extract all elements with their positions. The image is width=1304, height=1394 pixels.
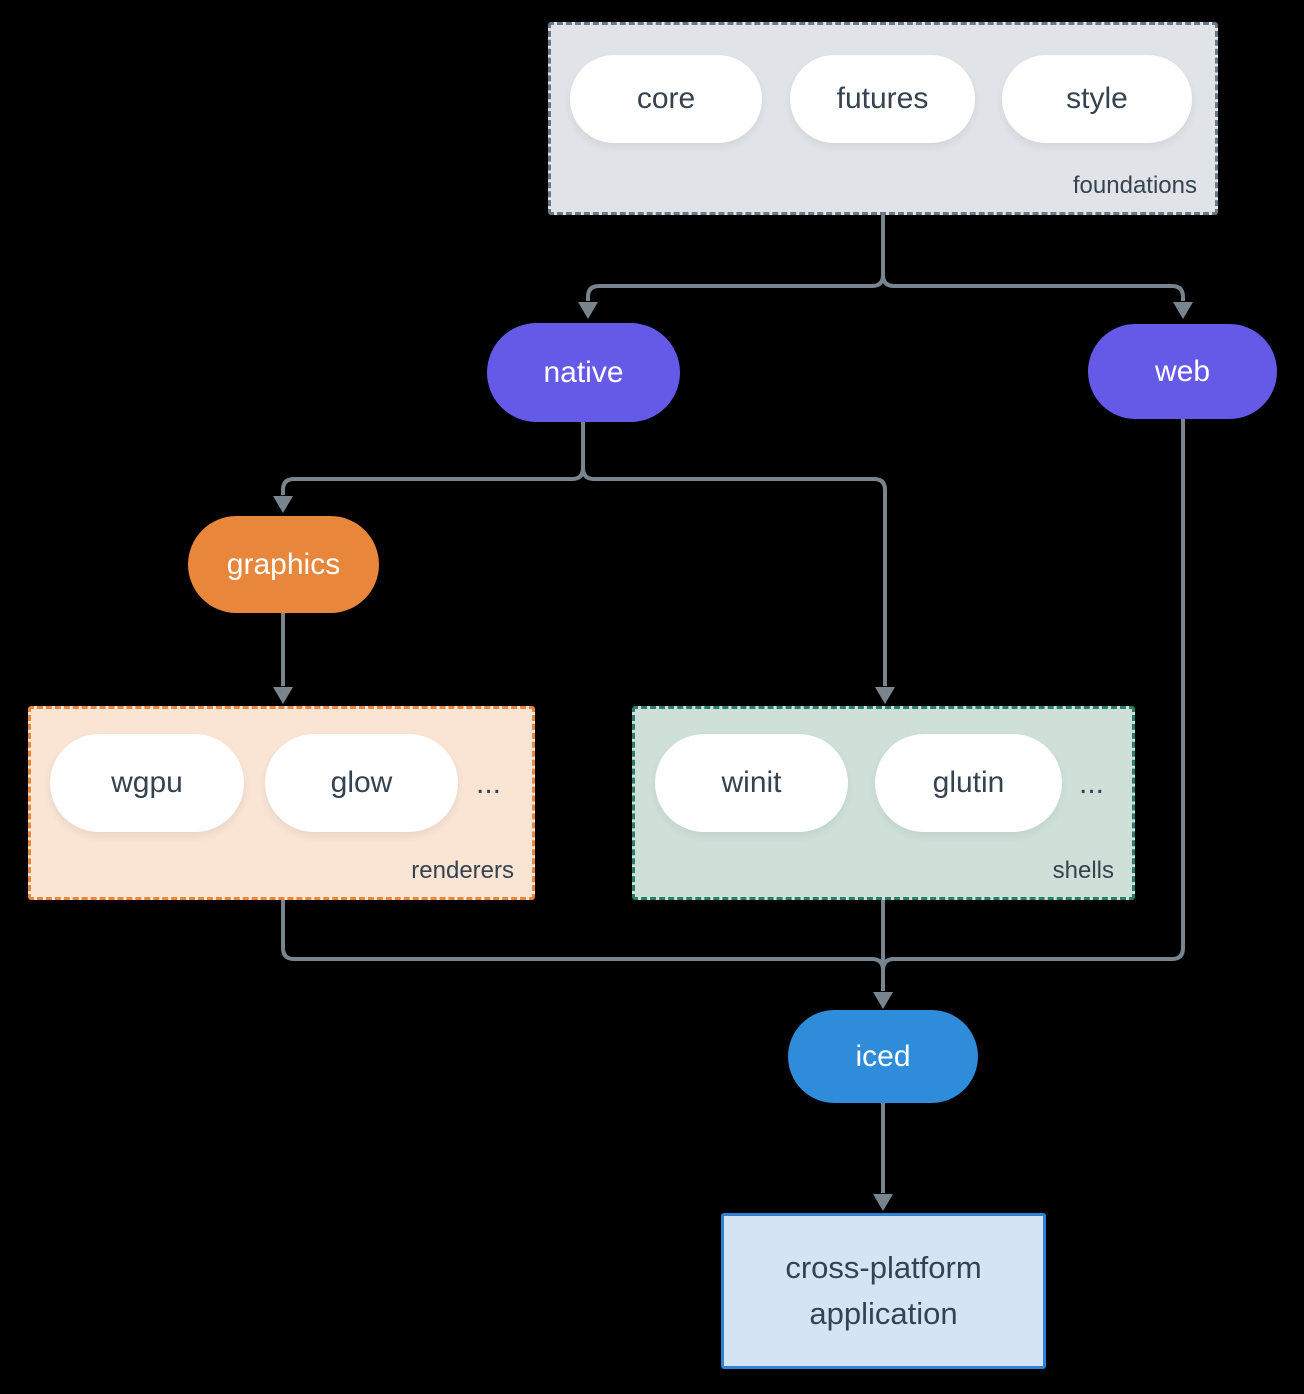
node-iced: iced	[788, 1010, 978, 1103]
connector-native-shells	[581, 467, 887, 686]
node-glutin-label: glutin	[932, 766, 1005, 799]
connector-native-graphics	[281, 467, 585, 495]
node-glutin: glutin	[875, 734, 1062, 832]
arrowhead-native	[578, 302, 598, 319]
node-core-label: core	[636, 82, 696, 115]
node-glow-label: glow	[330, 766, 393, 799]
node-wgpu-label: wgpu	[111, 766, 183, 799]
connector-foundations-web	[881, 274, 1185, 301]
shells-group-label: shells	[1052, 857, 1114, 884]
node-futures-label: futures	[836, 82, 929, 115]
arrowhead-graphics	[273, 496, 293, 513]
node-futures: futures	[790, 55, 975, 143]
arrowhead-iced	[873, 992, 893, 1009]
node-native: native	[487, 323, 680, 422]
arrowhead-application	[873, 1194, 893, 1211]
renderers-ellipsis: ...	[476, 767, 502, 800]
connector-renderers-iced	[281, 900, 885, 971]
node-style: style	[1002, 55, 1192, 143]
node-application: cross-platform application	[721, 1213, 1046, 1369]
node-web: web	[1088, 324, 1277, 419]
node-winit: winit	[655, 734, 848, 832]
renderers-group-label: renderers	[411, 857, 514, 884]
node-glow: glow	[265, 734, 458, 832]
shells-group: winit glutin ... shells	[632, 706, 1135, 900]
node-native-label: native	[543, 355, 624, 389]
shells-ellipsis: ...	[1079, 767, 1105, 800]
arrowhead-renderers	[273, 687, 293, 704]
renderers-group: wgpu glow ... renderers	[28, 706, 535, 900]
node-graphics-label: graphics	[226, 547, 341, 581]
arrowhead-shells	[875, 687, 895, 704]
connector-foundations-native	[586, 274, 885, 301]
node-wgpu: wgpu	[50, 734, 244, 832]
node-iced-label: iced	[855, 1039, 911, 1073]
node-core: core	[570, 55, 762, 143]
arrowhead-web	[1173, 302, 1193, 319]
foundations-group: core futures style foundations	[548, 22, 1218, 215]
node-web-label: web	[1154, 354, 1211, 388]
node-graphics: graphics	[188, 516, 379, 613]
node-winit-label: winit	[721, 766, 782, 799]
node-style-label: style	[1066, 82, 1128, 115]
foundations-group-label: foundations	[1072, 172, 1197, 199]
node-application-label: cross-platform application	[785, 1249, 982, 1332]
